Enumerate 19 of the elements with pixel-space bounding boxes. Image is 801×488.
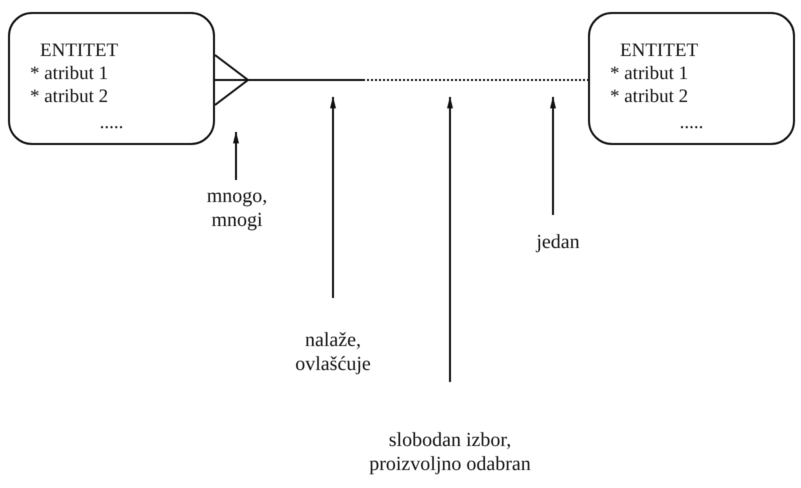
entity-box (8, 12, 215, 145)
annotation-text: jedan (520, 230, 596, 254)
annotation-text: slobodan izbor, proizvoljno odabran (350, 428, 550, 476)
attribute-text: * atribut 1 (610, 62, 690, 85)
entity-name: ENTITET (40, 40, 120, 62)
annotation-text: mnogo, mnogi (187, 184, 287, 232)
attribute-text: * atribut 1 (30, 62, 110, 85)
ellipsis-text: ..... (98, 111, 124, 134)
leader-arrow (330, 96, 336, 298)
relationship-line (214, 54, 588, 106)
annotation-text: nalaže, ovlašćuje (283, 328, 383, 376)
attribute-text: * atribut 2 (30, 85, 110, 108)
leader-arrow (447, 96, 453, 382)
leader-arrow (550, 96, 556, 215)
leader-arrow (233, 131, 239, 180)
ellipsis-text: ..... (678, 111, 704, 134)
entity-box (588, 12, 795, 145)
entity-name: ENTITET (620, 40, 700, 62)
attribute-text: * atribut 2 (610, 85, 690, 108)
